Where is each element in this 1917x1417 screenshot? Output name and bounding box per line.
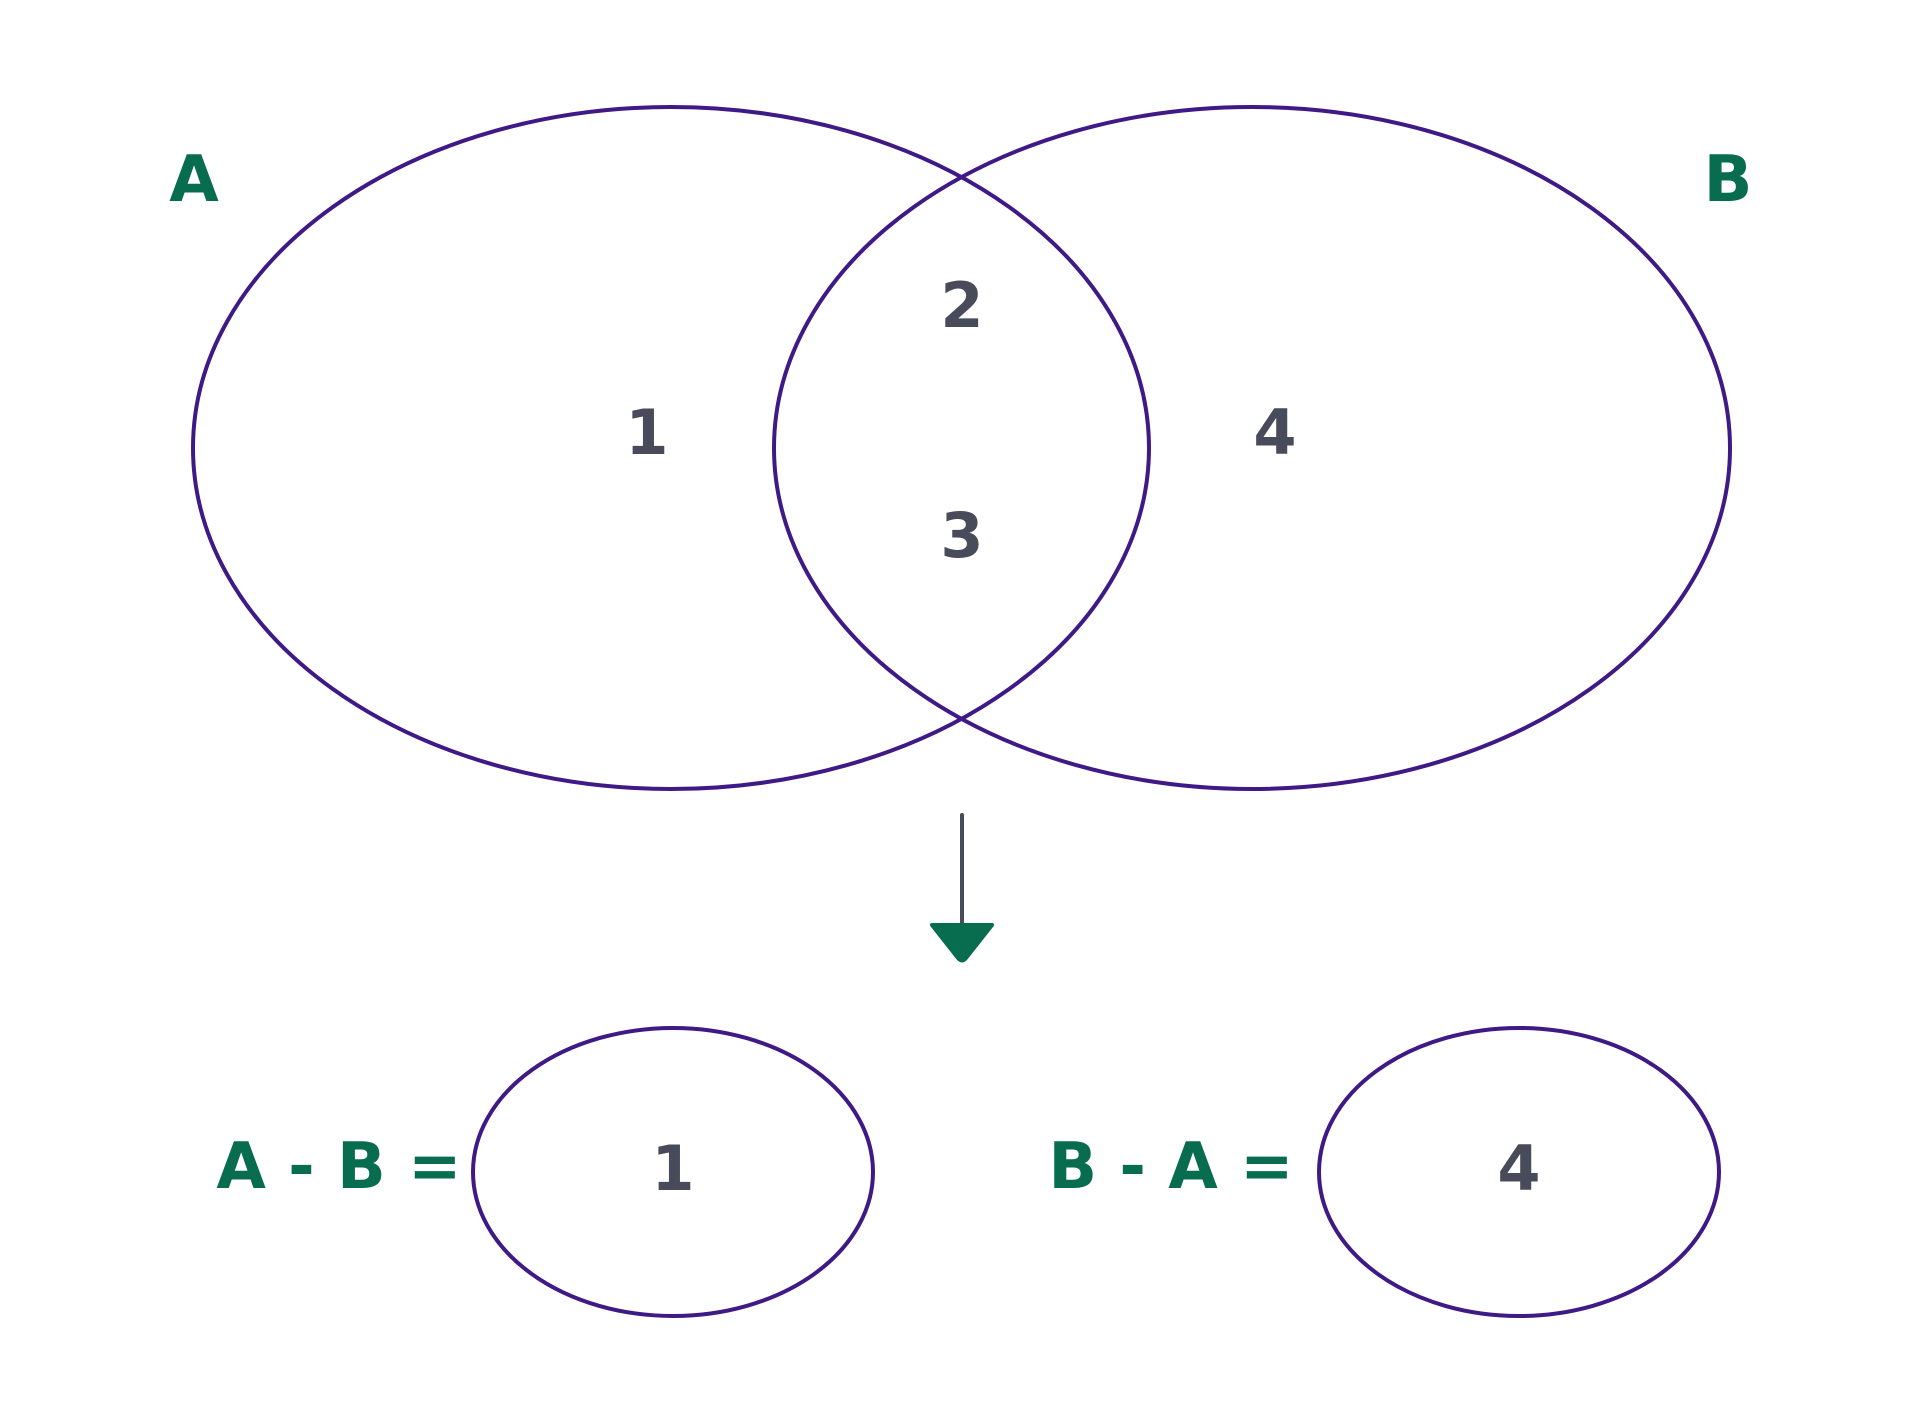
set-a-ellipse [191,105,1151,791]
region-b-only: 4 [1253,396,1296,469]
region-intersection-top: 2 [940,269,983,342]
a-minus-b-value: 1 [651,1132,694,1205]
b-minus-a-expression: B - A = [1048,1130,1293,1204]
set-a-label: A [169,143,219,217]
region-intersection-bottom: 3 [940,499,983,572]
region-a-only: 1 [625,396,668,469]
arrow-head-icon [930,923,994,963]
a-minus-b-expression: A - B = [216,1130,461,1204]
b-minus-a-value: 4 [1497,1132,1540,1205]
a-minus-b-result-ellipse [471,1026,875,1318]
b-minus-a-result-ellipse [1317,1026,1721,1318]
set-b-label: B [1704,143,1753,217]
set-b-ellipse [772,105,1732,791]
